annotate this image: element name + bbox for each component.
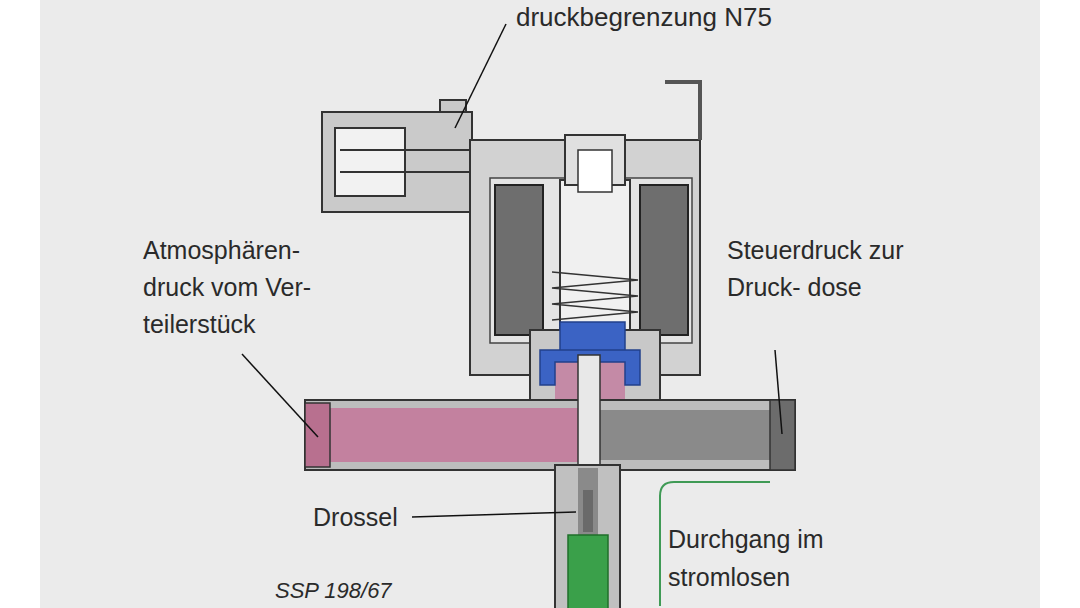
coil-cavity bbox=[490, 178, 692, 343]
tube-body bbox=[305, 400, 795, 470]
atmosphere-channel bbox=[308, 408, 583, 462]
boost-channel bbox=[578, 468, 598, 538]
plug-body bbox=[322, 112, 472, 212]
figure-number: SSP 198/67 bbox=[275, 578, 392, 604]
panel-ground bbox=[40, 0, 1040, 608]
leader-line bbox=[412, 512, 576, 517]
tube-ridge bbox=[770, 400, 795, 470]
label-holder: Drossel bbox=[313, 500, 398, 534]
label-holder: Atmosphären- druck vom Ver- teilerstück bbox=[143, 232, 358, 343]
label-holder: Steuerdruck zur Druck- dose bbox=[727, 232, 912, 306]
boost-tube bbox=[555, 465, 620, 608]
control-channel bbox=[590, 410, 790, 460]
leader-line bbox=[242, 354, 318, 437]
port-label: Steuerdruck zur Druck- dose bbox=[727, 232, 912, 306]
leader-line bbox=[455, 24, 506, 128]
label-holder: SSP 198/67 bbox=[275, 578, 392, 604]
label-holder: Durchgang im stromlosen bbox=[668, 520, 908, 596]
coil-housing bbox=[470, 140, 700, 375]
mount-hook bbox=[665, 82, 700, 140]
valve-stem bbox=[578, 355, 600, 470]
label-holder: druckbegrenzung N75 bbox=[516, 2, 772, 32]
coil-winding bbox=[495, 185, 543, 335]
state-note: Durchgang im stromlosen bbox=[668, 520, 908, 596]
leader-line bbox=[775, 350, 782, 434]
boost-inlet bbox=[568, 535, 608, 608]
spring bbox=[552, 272, 638, 320]
plug-socket bbox=[335, 128, 405, 196]
valve-seal bbox=[560, 322, 625, 354]
port-label: Atmosphären- druck vom Ver- teilerstück bbox=[143, 232, 358, 343]
coil-winding bbox=[640, 185, 688, 335]
cap-bore bbox=[578, 150, 612, 192]
tube-ridge bbox=[305, 403, 330, 467]
throttle bbox=[583, 490, 593, 532]
part-label: druckbegrenzung N75 bbox=[516, 2, 772, 32]
part-label: Drossel bbox=[313, 500, 398, 534]
